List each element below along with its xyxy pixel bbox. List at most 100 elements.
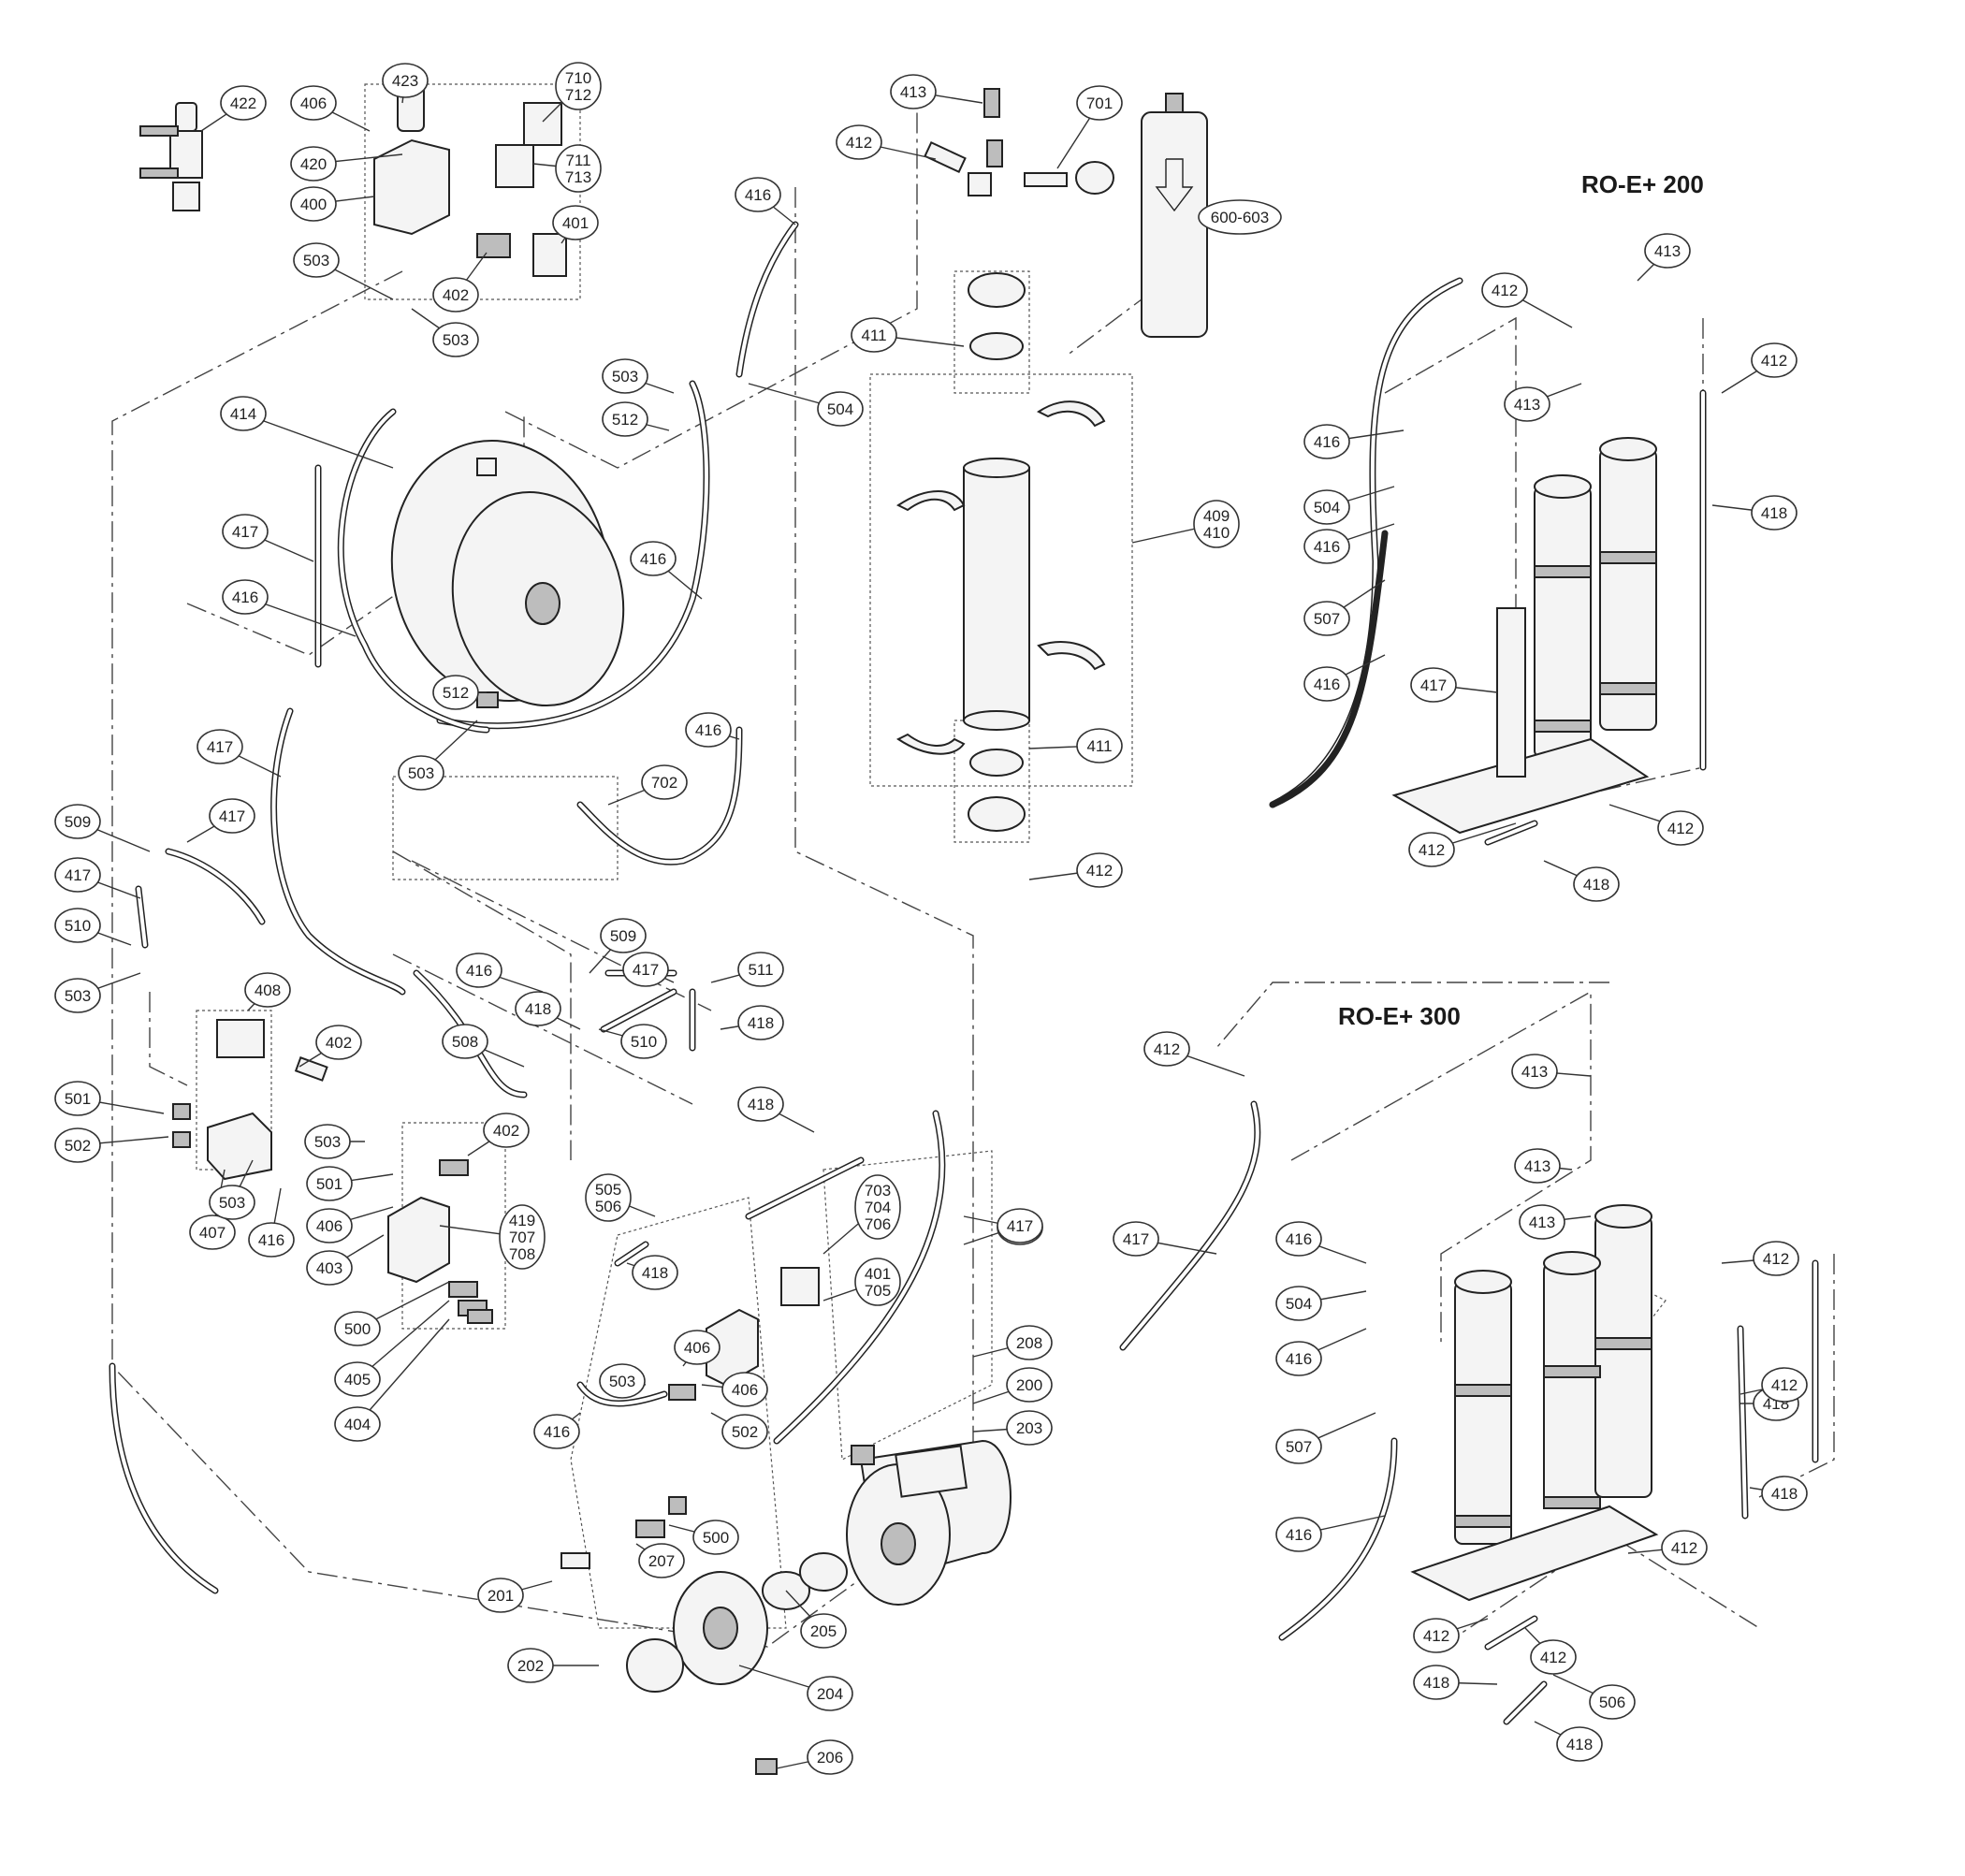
callout-label: 204 xyxy=(817,1685,843,1703)
callout-bubble xyxy=(1644,233,1691,269)
part-callout: 417 xyxy=(209,798,255,834)
callout-label: 416 xyxy=(745,186,771,204)
callout-label: 510 xyxy=(631,1033,657,1051)
part-callout: 507 xyxy=(1275,1429,1322,1464)
part-callout: 512 xyxy=(432,675,479,710)
callout-label: 404 xyxy=(344,1416,371,1433)
part-callout: 412 xyxy=(836,124,882,160)
callout-bubble xyxy=(817,391,864,427)
part-callout: 418 xyxy=(1751,495,1798,531)
callout-label: 510 xyxy=(65,917,91,935)
callout-label: 509 xyxy=(65,813,91,831)
part-callout: 420 xyxy=(290,146,337,182)
callout-label: 418 xyxy=(1423,1674,1449,1692)
callout-label: 701 xyxy=(1086,95,1113,112)
callout-label: 412 xyxy=(1086,862,1113,880)
callout-leader-line xyxy=(357,1318,450,1425)
parts xyxy=(139,83,1659,1775)
callout-label: 500 xyxy=(703,1529,729,1547)
callout-bubble xyxy=(641,764,688,800)
callout-label: 406 xyxy=(684,1339,710,1357)
part-callout: 500 xyxy=(692,1520,739,1555)
callout-bubble xyxy=(735,177,781,212)
part-callout: 200 xyxy=(1006,1367,1053,1403)
callout-label: 422 xyxy=(230,95,256,112)
part-callout: 506 xyxy=(1589,1684,1636,1720)
part-callout: 504 xyxy=(1275,1286,1322,1321)
callout-bubble xyxy=(1275,1429,1322,1464)
callout-bubble xyxy=(1193,500,1240,548)
callout-label: 207 xyxy=(648,1552,675,1570)
callout-label: 417 xyxy=(232,523,258,541)
part-callout: 416 xyxy=(685,712,732,748)
callout-bubble xyxy=(304,1124,351,1159)
callout-bubble xyxy=(306,1166,353,1201)
part-callout: 201 xyxy=(477,1578,524,1613)
callout-bubble xyxy=(54,1127,101,1163)
callout-label: 504 xyxy=(1314,499,1340,516)
part-callout: 502 xyxy=(721,1414,768,1449)
callout-bubble xyxy=(382,63,429,98)
callout-bubble xyxy=(1511,1054,1558,1089)
callout-label: 412 xyxy=(1671,1539,1697,1557)
part-callout: 402 xyxy=(315,1025,362,1060)
callout-label: 412 xyxy=(1667,820,1694,837)
callout-label: 406 xyxy=(732,1381,758,1399)
callout-label: 503 xyxy=(303,252,329,269)
callout-label: 418 xyxy=(748,1014,774,1032)
callout-label: 416 xyxy=(1314,538,1340,556)
callout-label: 412 xyxy=(1419,841,1445,859)
part-callout: 407 xyxy=(189,1214,236,1250)
part-callout: 503 xyxy=(602,358,648,394)
callout-label: 416 xyxy=(1286,1230,1312,1248)
part-callout: 412 xyxy=(1661,1530,1708,1565)
callout-bubble xyxy=(1413,1665,1460,1700)
part-callout: 406 xyxy=(290,85,337,121)
part-callout: 411 xyxy=(851,317,897,353)
callout-bubble xyxy=(306,1250,353,1286)
valve-block-407-part xyxy=(172,1019,328,1181)
part-callout: 418 xyxy=(1413,1665,1460,1700)
part-callout: 418 xyxy=(737,1005,784,1040)
callout-bubble xyxy=(533,1414,580,1449)
callout-label: 412 xyxy=(1761,352,1787,370)
callout-label: 417 xyxy=(219,807,245,825)
valve-422-part xyxy=(139,102,203,211)
callout-bubble xyxy=(293,242,340,278)
pump-202-part xyxy=(560,1496,848,1775)
callout-bubble xyxy=(477,1578,524,1613)
part-callout: 414 xyxy=(220,396,267,431)
part-callout: 416 xyxy=(735,177,781,212)
callout-label: 503 xyxy=(612,368,638,385)
callout-label: 500 xyxy=(344,1320,371,1338)
part-callout: 417 xyxy=(54,857,101,893)
callout-bubble xyxy=(432,322,479,357)
callout-label: 402 xyxy=(443,286,469,304)
part-callout: 412 xyxy=(1408,832,1455,867)
callout-label: 412 xyxy=(1154,1040,1180,1058)
callout-bubble xyxy=(599,1363,646,1399)
part-callout: 406 xyxy=(721,1372,768,1407)
callout-label: 504 xyxy=(827,400,853,418)
callout-label: 502 xyxy=(65,1137,91,1155)
cartridge-600-part xyxy=(1141,93,1208,338)
callout-bubble xyxy=(1275,1341,1322,1376)
callout-bubble xyxy=(1519,1204,1565,1240)
callout-label: 504 xyxy=(1286,1295,1312,1313)
callout-bubble xyxy=(334,1311,381,1346)
part-callout: 208 xyxy=(1006,1325,1053,1360)
callout-label: 600-603 xyxy=(1211,209,1269,226)
part-callout: 402 xyxy=(432,277,479,313)
callout-label: 507 xyxy=(1286,1438,1312,1456)
callout-bubble xyxy=(196,729,243,764)
callout-label: 416 xyxy=(1286,1350,1312,1368)
part-callout: 412 xyxy=(1751,342,1798,378)
callout-label: 416 xyxy=(1314,676,1340,693)
callout-label: 416 xyxy=(1314,433,1340,451)
callout-leader-line xyxy=(242,413,394,469)
callout-bubble xyxy=(1006,1325,1053,1360)
callout-bubble xyxy=(1198,199,1282,235)
